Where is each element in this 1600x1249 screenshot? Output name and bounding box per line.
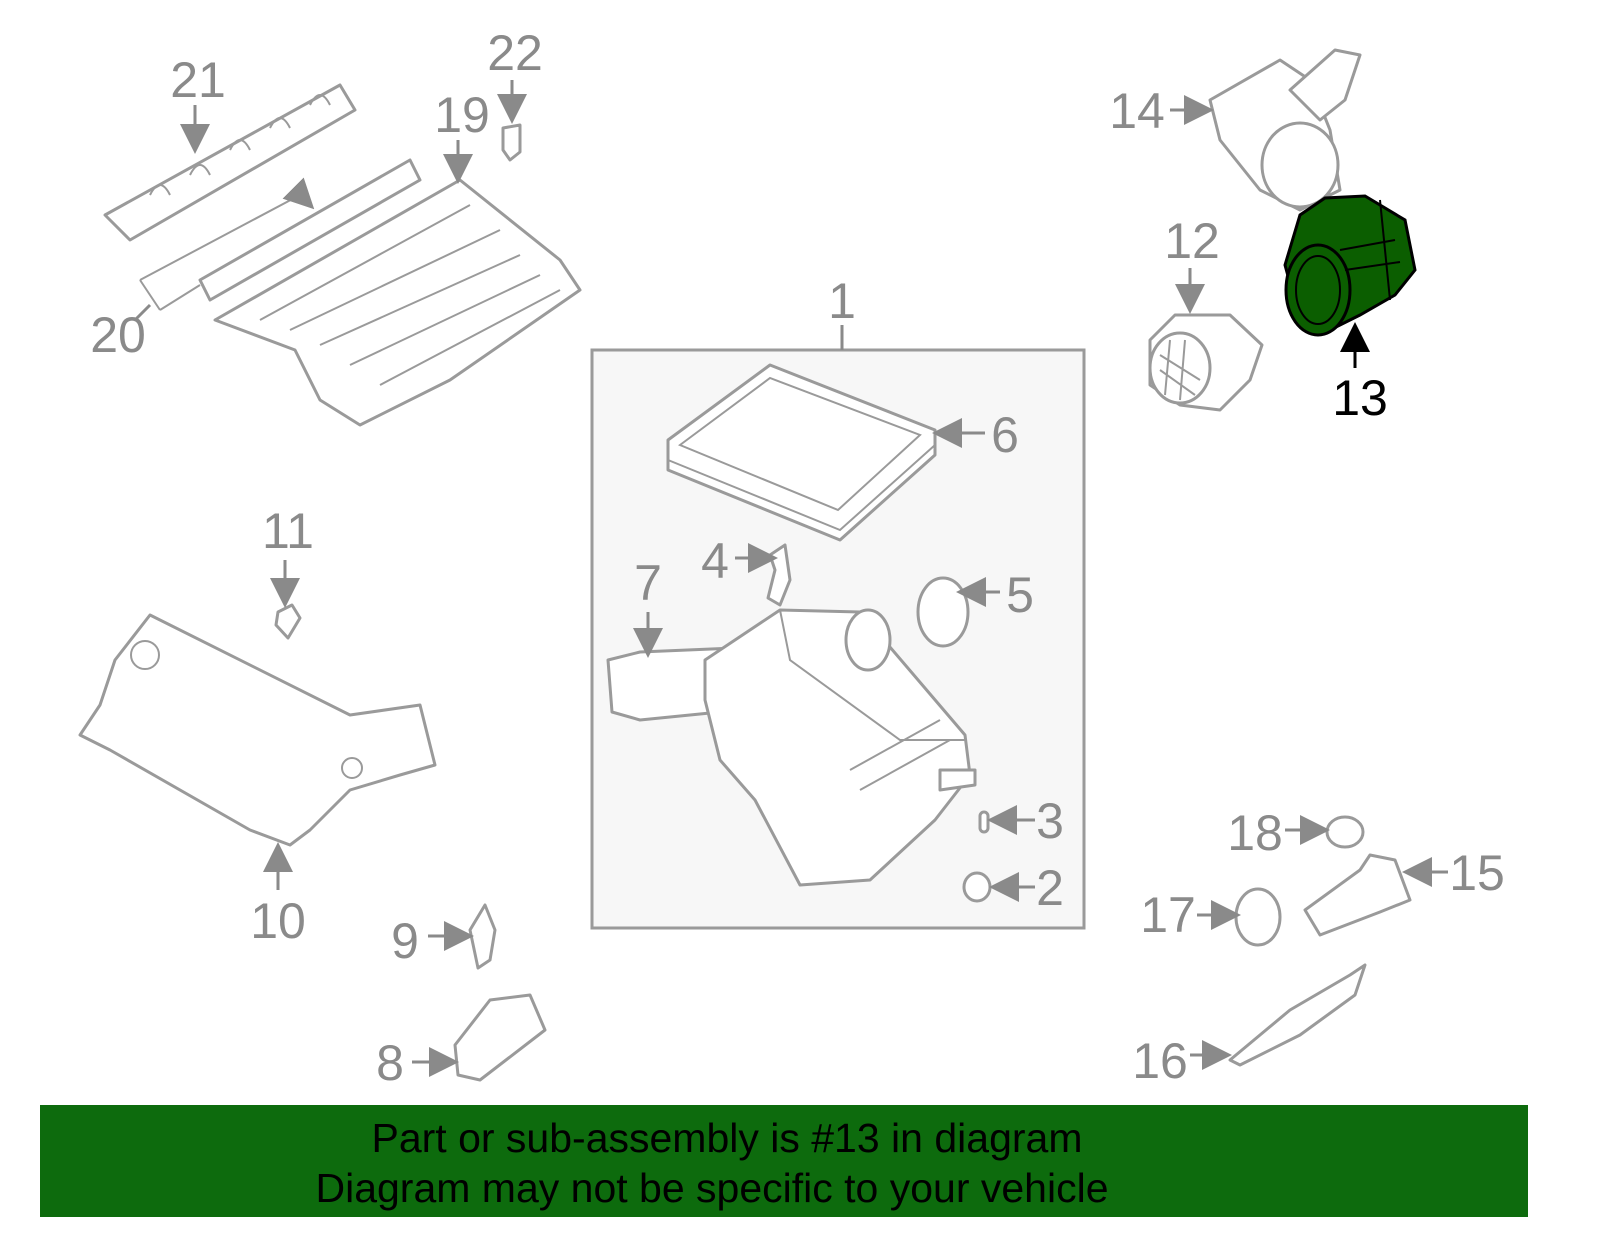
part-5-seal[interactable] [916, 576, 970, 648]
part-18-grommet[interactable] [1325, 815, 1365, 849]
callout-5: 5 [1006, 567, 1034, 623]
callout-3: 3 [1036, 793, 1064, 849]
callout-10: 10 [250, 893, 306, 949]
callout-2: 2 [1036, 860, 1064, 916]
callout-15: 15 [1449, 845, 1505, 901]
part-6-air-filter[interactable] [666, 363, 937, 542]
part-19-intake-manifold[interactable] [213, 178, 582, 427]
part-11-bolt[interactable] [274, 603, 302, 640]
callout-14: 14 [1109, 83, 1165, 139]
callout-16: 16 [1132, 1033, 1188, 1089]
banner-line-1: Part or sub-assembly is #13 in diagram [372, 1115, 1083, 1161]
info-banner: Part or sub-assembly is #13 in diagram D… [40, 1105, 1528, 1217]
part-17-seal[interactable] [1234, 887, 1282, 947]
part-16-bracket[interactable] [1228, 963, 1367, 1067]
part-7-air-duct-housing[interactable] [606, 608, 977, 887]
part-10-cover[interactable] [78, 613, 437, 847]
callout-18: 18 [1227, 805, 1283, 861]
part-8-bracket[interactable] [453, 993, 547, 1082]
banner-line-2: Diagram may not be specific to your vehi… [315, 1165, 1108, 1211]
part-14-intake-boot[interactable] [1208, 48, 1362, 212]
callout-12: 12 [1164, 213, 1220, 269]
part-22-sensor[interactable] [501, 123, 522, 162]
callout-17: 17 [1140, 887, 1196, 943]
part-9-clip[interactable] [468, 903, 497, 970]
part-3-grommet[interactable] [978, 810, 990, 834]
callout-4: 4 [701, 533, 729, 589]
callout-13: 13 [1332, 370, 1388, 426]
part-20-gasket[interactable] [139, 158, 422, 311]
callout-1: 1 [828, 273, 856, 329]
callout-6: 6 [991, 407, 1019, 463]
part-12-mass-air-flow-sensor[interactable] [1148, 313, 1264, 412]
part-2-bushing[interactable] [962, 871, 992, 903]
part-21-fuel-rail[interactable] [103, 83, 357, 242]
part-13-highlighted-boot[interactable] [1283, 194, 1417, 337]
callout-22: 22 [487, 25, 543, 81]
part-15-valve[interactable] [1303, 853, 1412, 937]
callout-19: 19 [434, 87, 490, 143]
callout-7: 7 [634, 555, 662, 611]
callout-11: 11 [262, 503, 314, 559]
callout-21: 21 [170, 52, 226, 108]
callout-8: 8 [376, 1035, 404, 1091]
callout-9: 9 [391, 913, 419, 969]
callout-20: 20 [90, 307, 146, 363]
